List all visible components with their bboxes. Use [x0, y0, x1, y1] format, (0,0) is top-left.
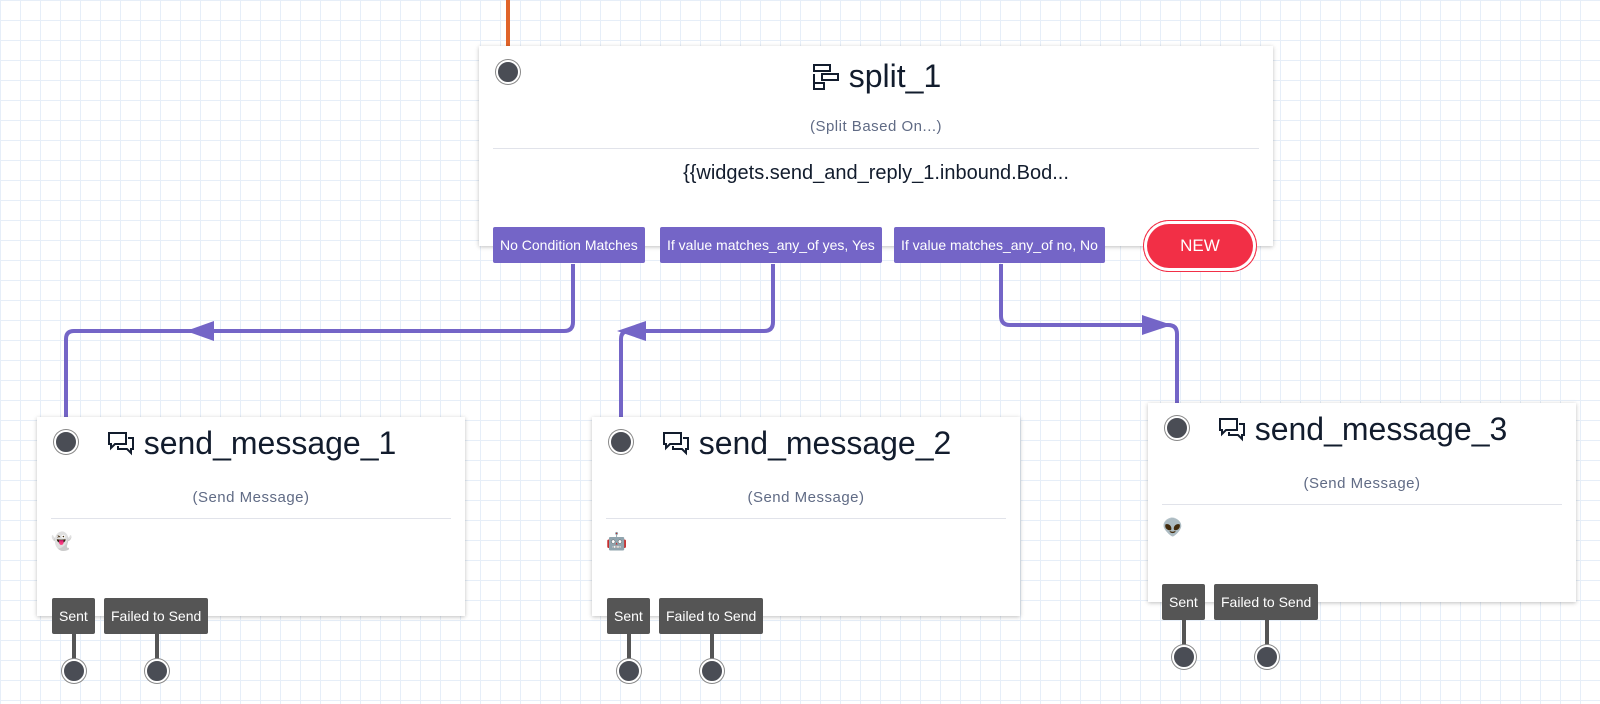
- send-message-2-sent-port[interactable]: [617, 659, 641, 683]
- split-title: split_1: [479, 58, 1273, 95]
- send-message-1-subtitle: (Send Message): [192, 489, 310, 506]
- send-message-1-failed[interactable]: Failed to Send: [104, 598, 209, 634]
- send-message-3-subtitle: (Send Message): [1303, 475, 1421, 492]
- split-divider: [493, 148, 1259, 149]
- send-message-1-divider: [51, 518, 451, 519]
- send-message-1-input-port[interactable]: [54, 430, 78, 454]
- send-message-1-failed-port[interactable]: [145, 659, 169, 683]
- chat-bubbles-icon: [1218, 417, 1245, 441]
- split-input-port[interactable]: [496, 60, 520, 84]
- send-message-3-divider: [1162, 504, 1562, 505]
- send-message-3-body: 👽: [1162, 518, 1184, 537]
- split-subtitle: (Split Based On...): [809, 118, 943, 135]
- wire-yes: [619, 264, 775, 418]
- split-title-text: split_1: [848, 58, 942, 94]
- send-message-1-title: send_message_1: [37, 425, 465, 462]
- send-message-2-title: send_message_2: [592, 425, 1020, 462]
- arrow-no: [1142, 315, 1172, 335]
- send-message-1-body: 👻: [51, 532, 73, 551]
- send-message-3-sent[interactable]: Sent: [1162, 584, 1205, 620]
- wire-no-condition: [64, 264, 575, 418]
- send-message-2-failed[interactable]: Failed to Send: [659, 598, 764, 634]
- new-transition-button[interactable]: NEW: [1143, 220, 1257, 272]
- send-message-3-title-text: send_message_3: [1254, 411, 1508, 447]
- send-message-2-sent[interactable]: Sent: [607, 598, 650, 634]
- arrow-no-condition: [186, 321, 214, 341]
- send-message-3-sent-port[interactable]: [1172, 645, 1196, 669]
- send-message-2-input-port[interactable]: [609, 430, 633, 454]
- send-message-2-body: 🤖: [606, 532, 628, 551]
- send-message-1-title-text: send_message_1: [143, 425, 397, 461]
- send-message-2-subtitle: (Send Message): [747, 489, 865, 506]
- send-message-3-failed[interactable]: Failed to Send: [1214, 584, 1319, 620]
- send-message-3-failed-port[interactable]: [1255, 645, 1279, 669]
- send-message-1-sent-port[interactable]: [62, 659, 86, 683]
- send-message-3-input-port[interactable]: [1165, 416, 1189, 440]
- send-message-1-sent[interactable]: Sent: [52, 598, 95, 634]
- send-message-3-title: send_message_3: [1148, 411, 1576, 448]
- send-message-3-widget[interactable]: send_message_3 (Send Message) 👽: [1148, 403, 1576, 602]
- send-message-2-title-text: send_message_2: [698, 425, 952, 461]
- transition-no-condition[interactable]: No Condition Matches: [493, 227, 645, 263]
- arrow-yes: [617, 321, 646, 341]
- transition-no[interactable]: If value matches_any_of no, No: [894, 227, 1105, 263]
- split-body: {{widgets.send_and_reply_1.inbound.Bod..…: [683, 162, 1069, 184]
- send-message-2-divider: [606, 518, 1006, 519]
- chat-bubbles-icon: [107, 431, 134, 455]
- transition-yes[interactable]: If value matches_any_of yes, Yes: [660, 227, 882, 263]
- send-message-2-widget[interactable]: send_message_2 (Send Message) 🤖: [592, 417, 1020, 616]
- split-widget[interactable]: split_1 (Split Based On...) {{widgets.se…: [479, 46, 1273, 246]
- chat-bubbles-icon: [662, 431, 689, 455]
- send-message-1-widget[interactable]: send_message_1 (Send Message) 👻: [37, 417, 465, 616]
- split-icon: [812, 63, 839, 90]
- wire-no: [999, 264, 1179, 404]
- send-message-2-failed-port[interactable]: [700, 659, 724, 683]
